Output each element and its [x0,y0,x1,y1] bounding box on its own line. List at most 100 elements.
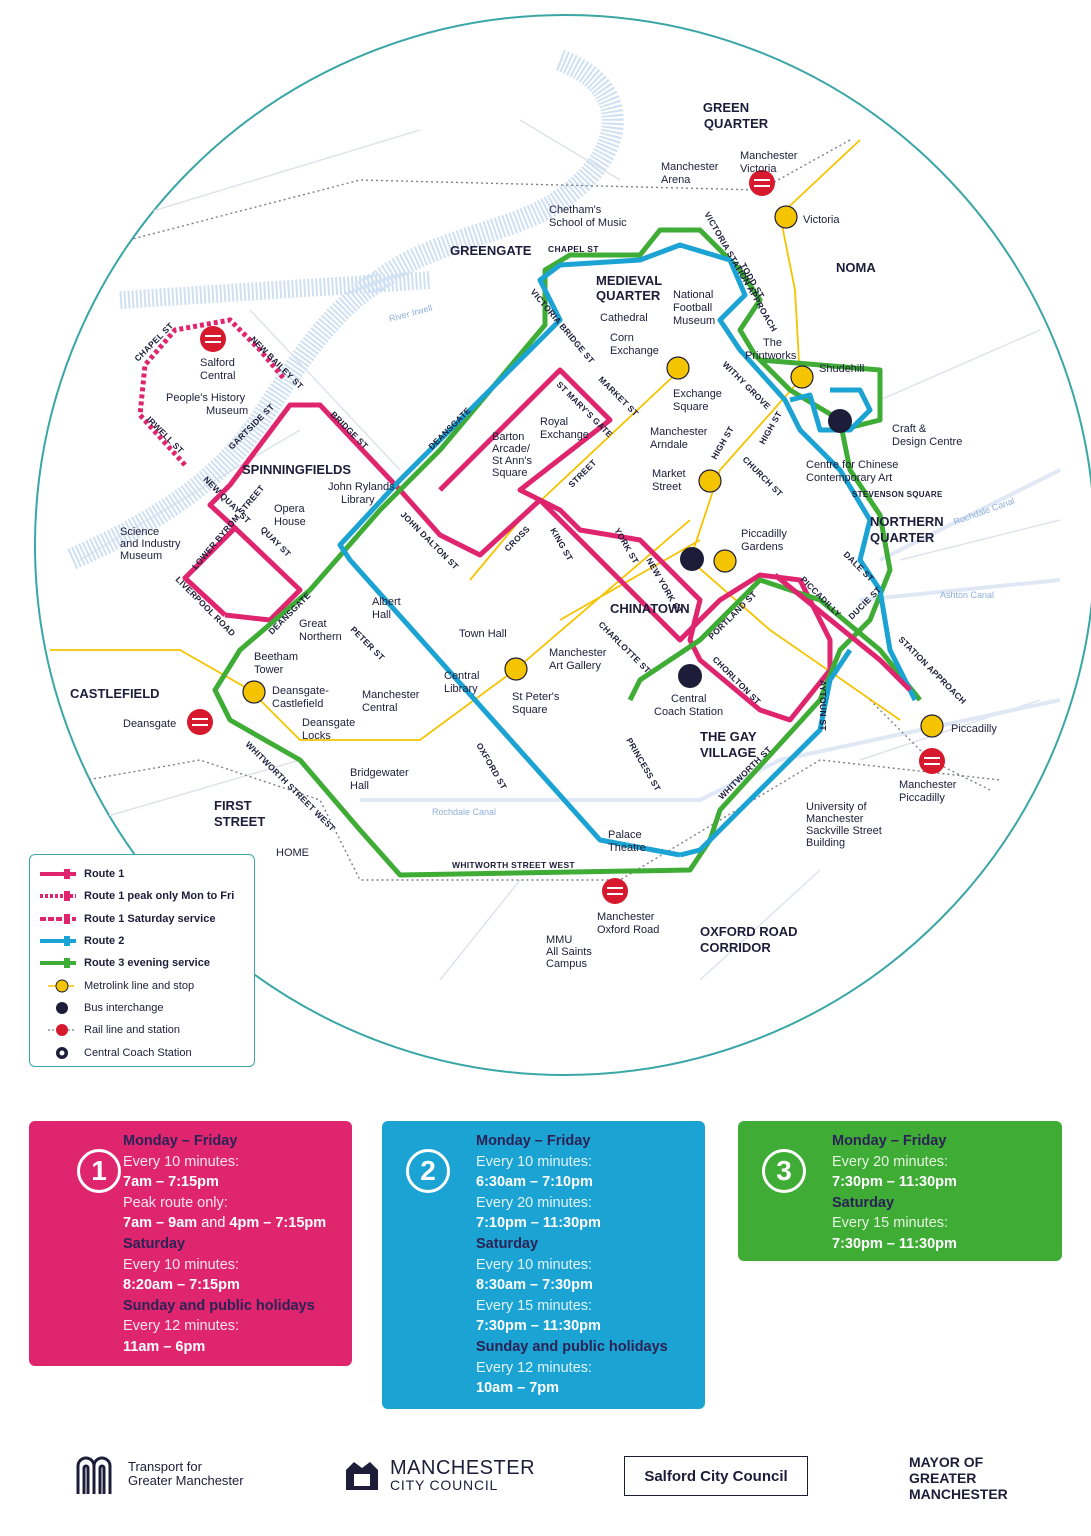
label-rochdale-canal: Rochdale Canal [432,807,496,817]
bus-icon-shudehill [828,409,852,433]
place-shudehill: Shudehill [819,363,864,375]
route1-line [182,367,833,723]
route2-freq-line: Every 10 minutes: [476,1256,593,1273]
legend-item-rail: Rail line and station [38,1019,246,1041]
tfgm-m-icon [76,1456,112,1494]
route1-time-line: 7am – 7:15pm [123,1174,219,1191]
metrolink-stop-victoria [774,205,798,229]
metrolink-stop-market-street [698,469,722,493]
rail-icon [38,1023,84,1037]
route3-freq-line: Every 15 minutes: [832,1215,949,1232]
route1-number-badge: 1 [77,1149,121,1193]
rochdale-canal [360,698,1061,802]
metrolink-lines [50,139,901,741]
route1-day-line: Monday – Friday [123,1133,238,1149]
legend-label: Bus interchange [84,1001,164,1014]
river-irwell [65,49,624,571]
legend-item-coach: Central Coach Station [38,1041,246,1063]
area-chinatown: CHINATOWN [610,601,690,616]
salford-city-council-logo: Salford City Council [624,1456,808,1496]
route2-day-line: Sunday and public holidays [476,1338,668,1355]
route1-day-line: Sunday and public holidays [123,1297,315,1314]
route3-line-icon [38,956,84,970]
route2-freq-line: Every 10 minutes: [476,1153,593,1170]
legend-label: Rail line and station [84,1024,181,1037]
metrolink-stop-st-peters-square [504,657,528,681]
route2-number-badge: 2 [406,1149,450,1193]
coat-of-arms-icon [346,1462,378,1490]
route1-peak-line [137,317,287,467]
route3-day-line: Saturday [832,1194,895,1211]
route2-time-line: 10am – 7pm [476,1380,560,1397]
route2-freq-line: Every 15 minutes: [476,1297,593,1314]
route3-number-badge: 3 [762,1149,806,1193]
route3-freq-line: Every 20 minutes: [832,1153,949,1170]
metrolink-stop-piccadilly [920,714,944,738]
tfgm-line2: Greater Manchester [128,1473,244,1488]
route2-day-line: Saturday [476,1235,539,1252]
mayor-line3: MANCHESTER [909,1486,1008,1502]
route1-time-line: 8:20am – 7:15pm [123,1277,240,1294]
rail-icon-manchester-victoria [749,170,775,196]
place-town-hall: Town Hall [459,628,507,640]
street-aytoun-st: AYTOUN ST [818,680,828,731]
legend-item-route2: Route 2 [38,930,246,952]
mayor-line2: GREATER [909,1470,977,1486]
bus-icon-piccadilly-gardens [680,547,704,571]
route1-freq-line: Every 12 minutes: [123,1318,240,1335]
route2-freq-line: Every 12 minutes: [476,1359,593,1376]
place-deansgate-castlefield: Deansgate-Castlefield [272,685,329,710]
metrolink-stop-shudehill [790,365,814,389]
route2-line-icon [38,934,84,948]
rail-lines [35,139,1001,881]
legend-label: Route 3 evening service [84,957,210,970]
coach-icon [38,1046,84,1060]
metrolink-icon [38,979,84,993]
area-greengate: GREENGATE [450,243,532,258]
place-victoria: Victoria [803,214,840,226]
mayor-of-greater-manchester-logo: MAYOR OF GREATER MANCHESTER [909,1454,1008,1502]
route1-saturday-line-icon [38,912,84,926]
area-spinningfields: SPINNINGFIELDS [242,462,351,477]
route1-peak-line-icon [38,889,84,903]
place-cathedral: Cathedral [600,312,648,324]
route1-day-line: Saturday [123,1235,186,1252]
rail-icon-deansgate [187,709,213,735]
route1-time-line: 7am – 9am and 4pm – 7:15pm [123,1215,327,1232]
metrolink-stop-piccadilly-gardens [713,549,737,573]
route2-time-line: 7:10pm – 11:30pm [476,1215,601,1232]
legend-item-route1-saturday: Route 1 Saturday service [38,908,246,930]
legend-label: Central Coach Station [84,1046,192,1059]
street-stevenson-square: STEVENSON SQUARE [852,490,943,499]
route2-time-line: 6:30am – 7:10pm [476,1174,593,1191]
route2-freq-line: Every 20 minutes: [476,1194,593,1211]
route1-time-line: 11am – 6pm [123,1338,206,1355]
route3-time-line: 7:30pm – 11:30pm [832,1235,957,1252]
